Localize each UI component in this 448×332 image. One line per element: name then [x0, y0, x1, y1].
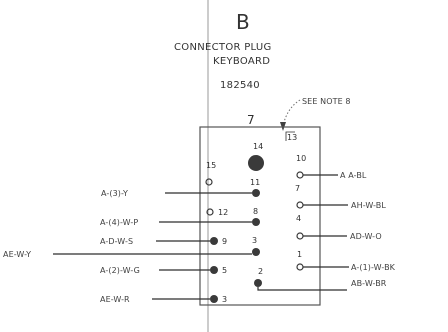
pin-7-label: 7 [295, 184, 300, 193]
left-wire-label-a-4-w-p: A-(4)-W-P [100, 218, 138, 227]
left-wire-label-a-d-w-s: A-D-W-S [100, 237, 133, 246]
pin-14-large-dot [248, 155, 264, 171]
pin-15-socket [205, 178, 213, 186]
header-line-1: CONNECTOR PLUG [174, 42, 272, 53]
pin-2-label: 2 [258, 267, 263, 276]
pin-13-label: 13 [287, 133, 297, 142]
header-letter: B [236, 10, 250, 34]
pin-10-socket [296, 171, 304, 179]
pin-5-dot [210, 266, 218, 274]
pin-3-lower-dot [210, 295, 218, 303]
right-wire-label-ah-w-bl: AH-W-BL [351, 201, 386, 210]
pin-3-lower-label: 3 [222, 295, 227, 304]
right-wire-label-aa-bl: A A-BL [340, 171, 367, 180]
left-wire-label-ae-w-y: AE-W-Y [3, 250, 31, 259]
pin-11-label: 11 [250, 178, 260, 187]
right-wire-label-ab-w-br: AB-W-BR [351, 279, 387, 288]
connector-outline [199, 126, 321, 306]
left-wire-label-a-3-y: A-(3)-Y [101, 189, 128, 198]
pin-10-label: 10 [296, 154, 306, 163]
pin-5-label: 5 [222, 266, 227, 275]
pin-7-socket [296, 201, 304, 209]
left-wire-label-a-2-w-g: A-(2)-W-G [100, 266, 140, 275]
pin-9-dot [210, 237, 218, 245]
pin-3-upper-dot [252, 248, 260, 256]
part-number: 182540 [220, 80, 260, 91]
pin-11-dot [252, 189, 260, 197]
pin-12-label: 12 [218, 208, 228, 217]
pin-1-label: 1 [297, 250, 302, 259]
right-wire-ab-w-br [257, 287, 347, 291]
pin-3-upper-label: 3 [252, 236, 257, 245]
right-wire-label-ad-w-o: AD-W-O [350, 232, 382, 241]
pin-2-dot [254, 279, 262, 287]
connector-block-number: 7 [247, 113, 255, 127]
pin-4-label: 4 [296, 214, 301, 223]
pin-13-bracket [285, 131, 295, 141]
pin-1-socket [296, 263, 304, 271]
header-line-2: KEYBOARD [213, 56, 270, 67]
pin-8-label: 8 [253, 207, 258, 216]
left-wire-label-ae-w-r: AE-W-R [100, 295, 130, 304]
pin-14-label: 14 [253, 142, 263, 151]
see-note-label: SEE NOTE 8 [302, 97, 351, 106]
pin-4-socket [296, 232, 304, 240]
pin-9-label: 9 [222, 237, 227, 246]
right-wire-label-a-1-w-bk: A-(1)-W-BK [351, 263, 396, 272]
pin-15-label: 15 [206, 161, 216, 170]
pin-12-socket [206, 208, 214, 216]
pin-8-dot [252, 218, 260, 226]
